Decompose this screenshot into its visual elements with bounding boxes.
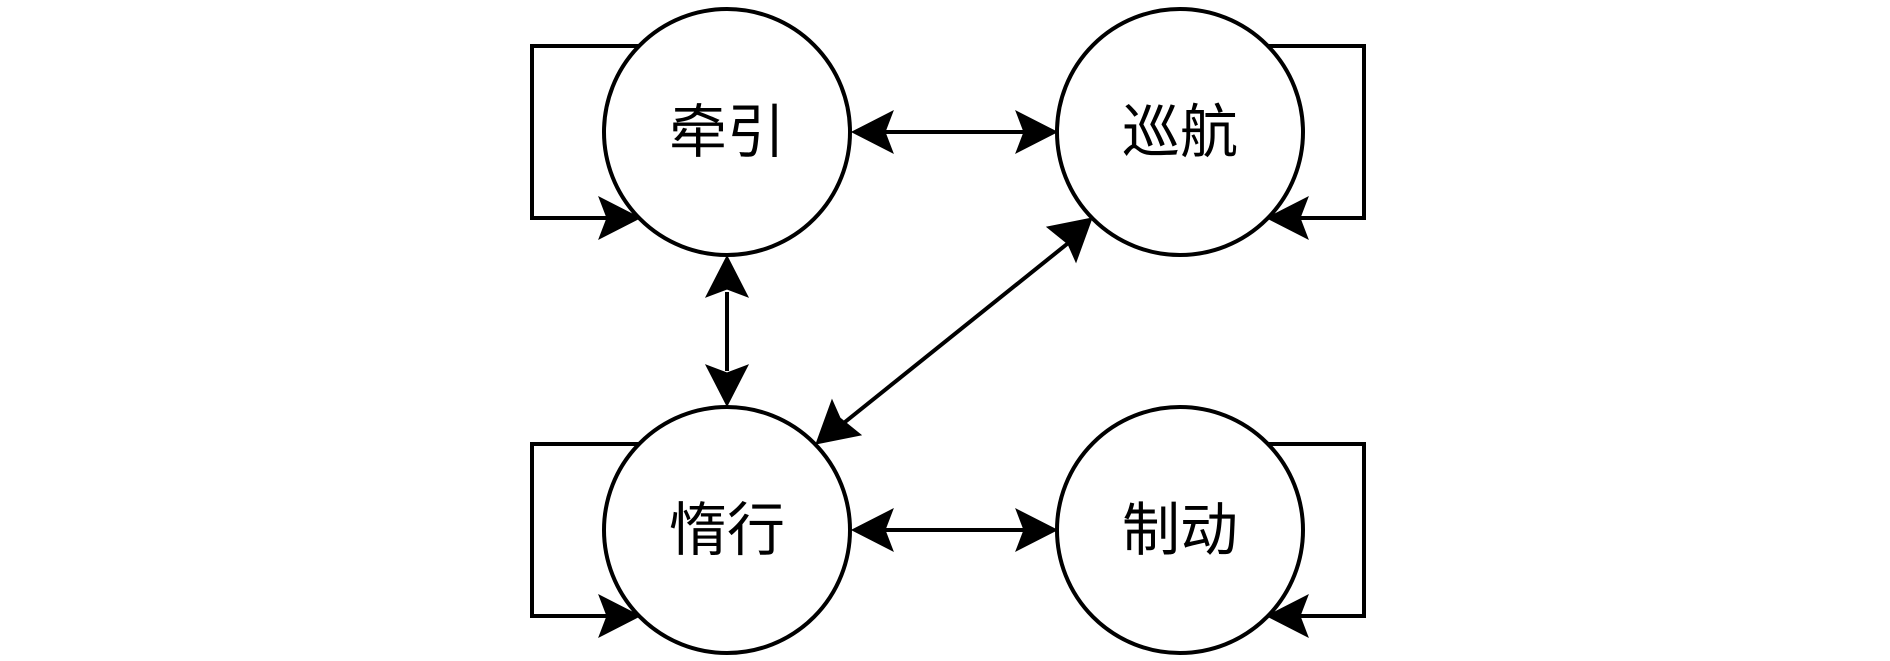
arrowhead-self-loop-cruise [1265,195,1309,241]
arrowhead-to-traction-from-coast [704,254,750,298]
arrowhead-to-cruise-from-coast [1045,217,1093,264]
arrowhead-self-loop-traction [598,195,642,241]
arrowhead-to-coast-from-brake [850,507,894,553]
arrowhead-to-coast-from-traction [704,364,750,408]
edge-coast-cruise [843,238,1074,424]
arrowhead-self-loop-brake [1265,593,1309,639]
arrowhead-to-cruise-from-traction [1015,109,1059,155]
node-traction-label: 牵引 [669,98,785,166]
node-brake-label: 制动 [1122,496,1238,564]
self-loop-brake [1263,442,1366,618]
self-loop-traction [530,44,640,220]
self-loop-coast [530,442,640,618]
arrowhead-to-brake-from-coast [1015,507,1059,553]
self-loop-cruise [1263,44,1366,220]
arrowhead-to-coast-from-cruise [815,398,863,445]
node-coast-label: 惰行 [669,496,785,564]
arrowhead-self-loop-coast [598,593,642,639]
arrowhead-to-traction-from-cruise [850,109,894,155]
node-cruise-label: 巡航 [1122,98,1238,166]
